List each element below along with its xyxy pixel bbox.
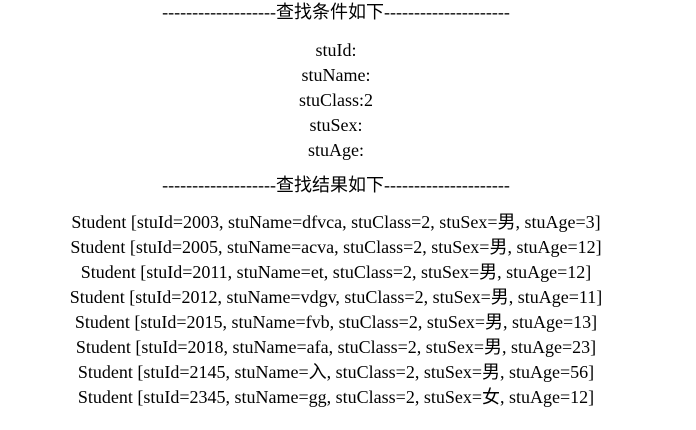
- search-conditions-header: -------------------查找条件如下---------------…: [162, 2, 510, 22]
- student-row: Student [stuId=2018, stuName=afa, stuCla…: [75, 337, 597, 357]
- console-output: -------------------查找条件如下---------------…: [0, 2, 672, 410]
- student-row: Student [stuId=2015, stuName=fvb, stuCla…: [74, 312, 598, 332]
- search-results-header: -------------------查找结果如下---------------…: [162, 175, 510, 195]
- student-row: Student [stuId=2012, stuName=vdgv, stuCl…: [69, 287, 603, 307]
- student-row: Student [stuId=2011, stuName=et, stuClas…: [80, 262, 592, 282]
- student-row: Student [stuId=2003, stuName=dfvca, stuC…: [71, 212, 601, 232]
- student-row: Student [stuId=2345, stuName=gg, stuClas…: [77, 387, 595, 407]
- condition-list: stuId: stuName: stuClass:2 stuSex: stuAge:: [0, 38, 672, 163]
- condition-field-stuAge: stuAge:: [308, 140, 364, 160]
- student-row: Student [stuId=2145, stuName=入, stuClass…: [77, 362, 595, 382]
- condition-field-stuName: stuName:: [301, 65, 371, 85]
- condition-field-stuId: stuId:: [315, 40, 357, 60]
- condition-field-stuSex: stuSex:: [309, 115, 363, 135]
- result-list: Student [stuId=2003, stuName=dfvca, stuC…: [0, 210, 672, 410]
- condition-field-stuClass: stuClass:2: [298, 90, 373, 110]
- student-row: Student [stuId=2005, stuName=acva, stuCl…: [70, 237, 602, 257]
